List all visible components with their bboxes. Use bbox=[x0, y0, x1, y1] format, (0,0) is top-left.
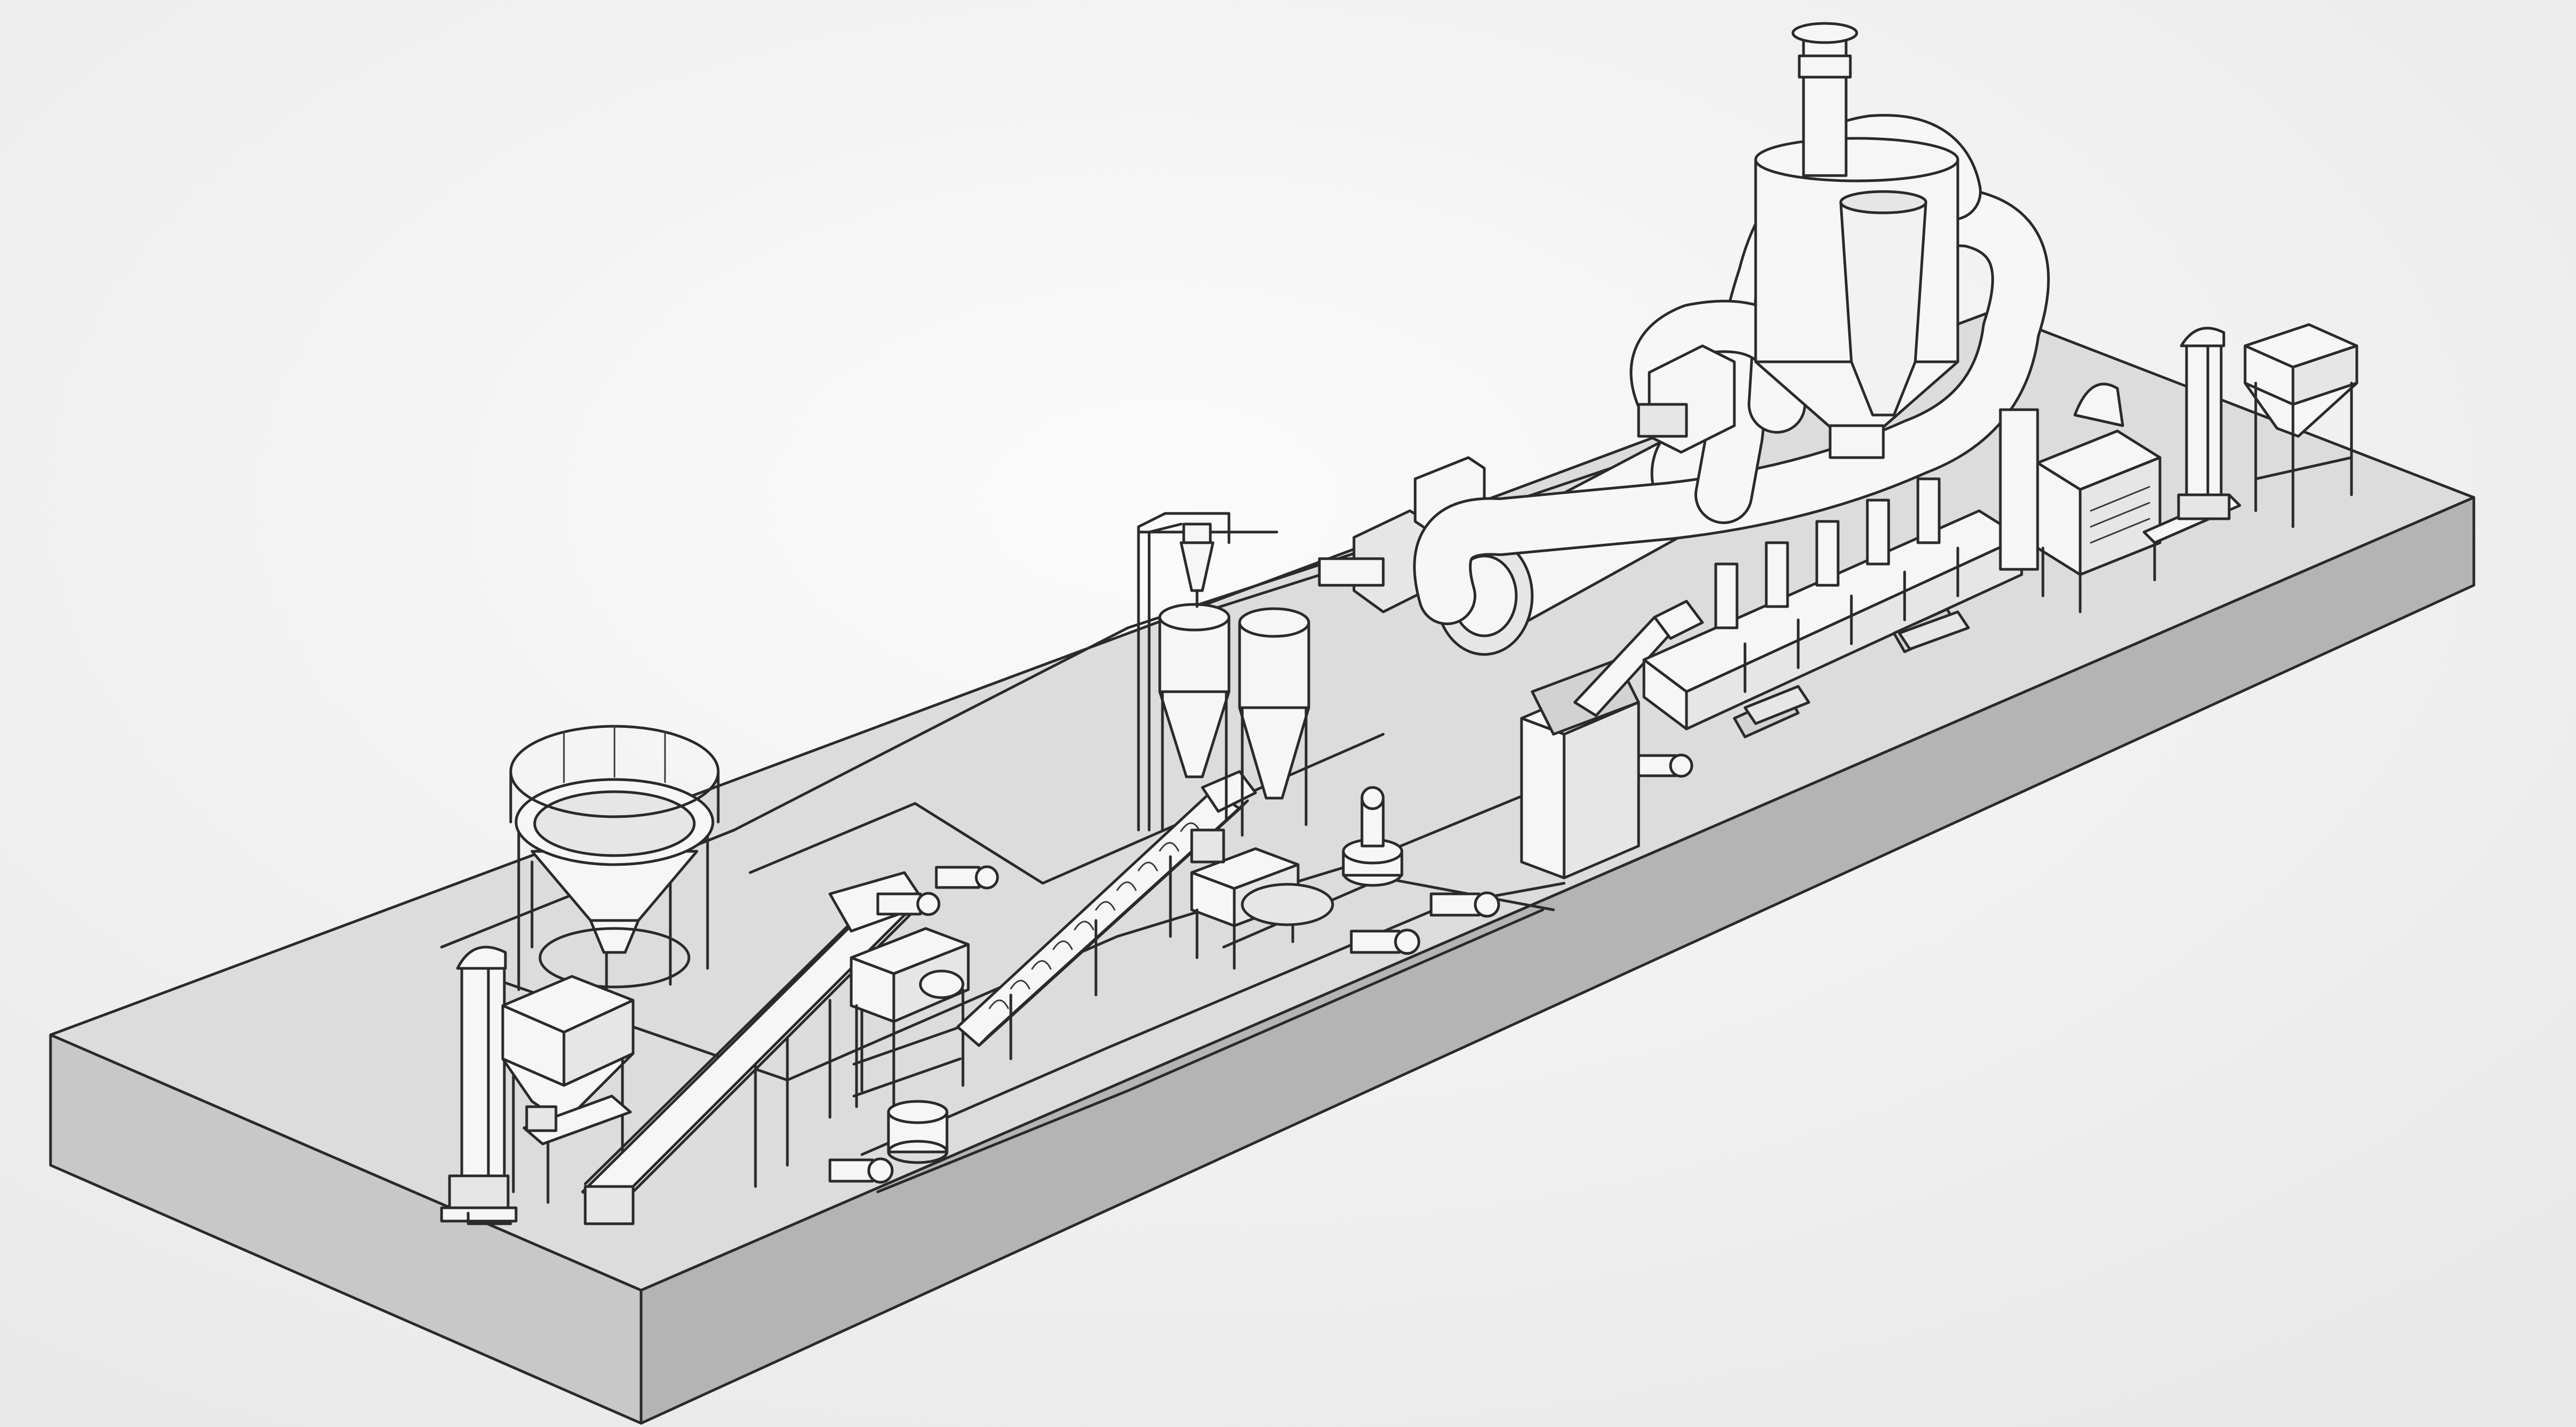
fluid-bed-sections bbox=[1743, 546, 1959, 693]
small-round-tank bbox=[887, 1100, 949, 1164]
pump-1 bbox=[828, 1157, 894, 1184]
bucket-elevator-left bbox=[440, 945, 518, 1225]
dryer-feed-conveyor bbox=[1573, 600, 1704, 717]
pump-set bbox=[828, 753, 1693, 1184]
pump-6 bbox=[1632, 753, 1693, 778]
cyclone-tank-2 bbox=[1238, 607, 1310, 837]
fluid-bed-inlets bbox=[1714, 477, 1941, 629]
feed-hopper-left bbox=[501, 975, 635, 1204]
screen-mesh bbox=[2090, 486, 2150, 544]
cyclone-tank-1 bbox=[1158, 522, 1231, 832]
vibrating-screen bbox=[1999, 383, 2162, 613]
exhaust-chimney bbox=[1791, 22, 1858, 177]
washing-machine-1 bbox=[850, 927, 970, 1124]
dryer-supports bbox=[1743, 610, 1970, 725]
slab-side bbox=[639, 496, 2475, 1425]
agitator-mixer bbox=[1241, 786, 1403, 926]
induced-draft-fan bbox=[1637, 344, 1736, 454]
pump-5 bbox=[1430, 891, 1500, 918]
process-pipe-loops bbox=[1137, 512, 1231, 832]
pump-4 bbox=[1350, 928, 1420, 955]
product-hopper-right bbox=[2243, 323, 2358, 528]
water-tank-circular bbox=[509, 725, 720, 991]
control-cabinet bbox=[1520, 658, 1640, 880]
screw-flights bbox=[988, 822, 1201, 1009]
pump-2 bbox=[876, 892, 941, 916]
pump-3 bbox=[935, 865, 999, 890]
cyclone-dust-collector bbox=[1754, 137, 1959, 459]
bucket-elevator-right bbox=[2177, 327, 2231, 520]
